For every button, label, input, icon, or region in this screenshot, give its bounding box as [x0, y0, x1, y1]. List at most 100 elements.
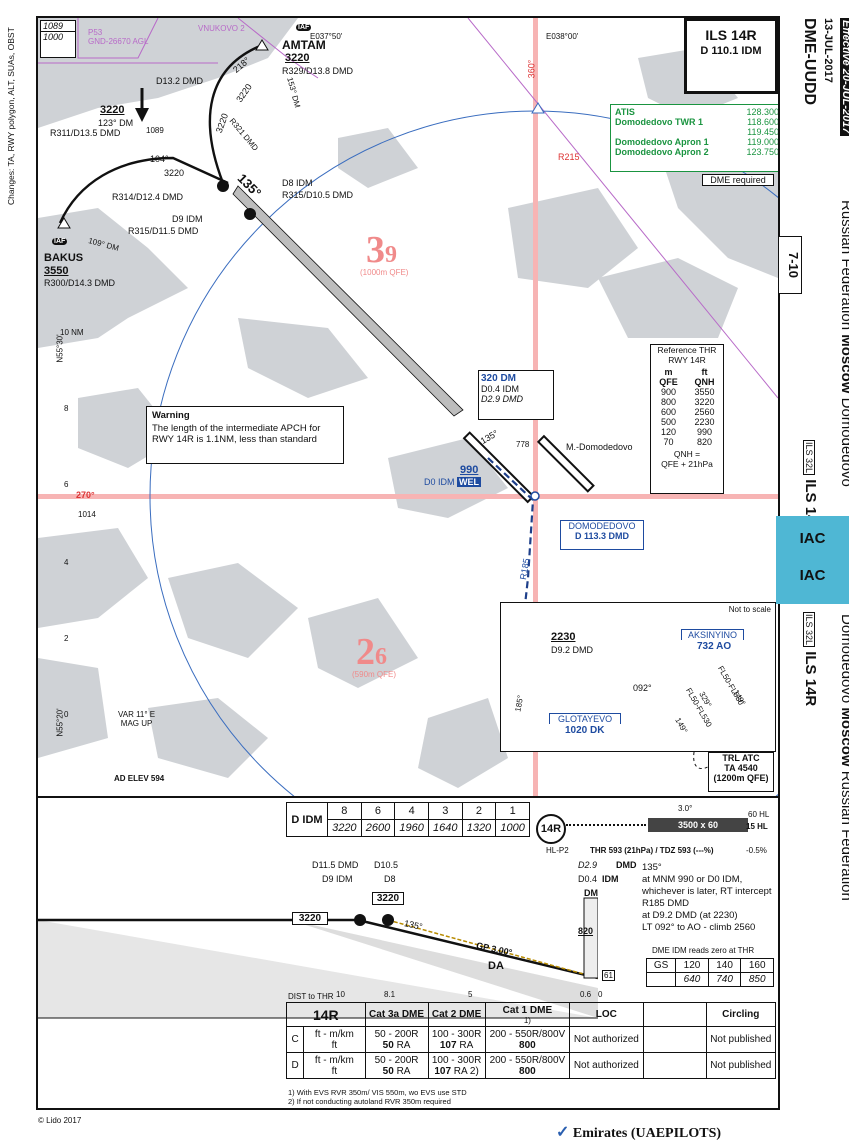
d132: D13.2 DMD	[156, 76, 204, 86]
prof-3220-box: 3220	[372, 892, 404, 905]
bakus-iaf: IAF	[52, 238, 68, 245]
nm-2: 2	[64, 634, 69, 643]
dist-to-thr: DIST to THR	[288, 992, 334, 1001]
rwy-slope: -0.5%	[746, 846, 767, 855]
dme-required: DME required	[702, 174, 774, 186]
bakus-radial: R300/D14.3 DMD	[44, 278, 116, 288]
dm-320-box: 320 DM D0.4 IDM D2.9 DMD	[478, 370, 554, 420]
missed-approach-inset: Not to scale 2230 D9.2 DMD AKSINYINO 732…	[500, 602, 776, 752]
alt-990: 990	[460, 464, 479, 476]
location-header-bottom: Domodedovo Moscow Russian Federation	[838, 614, 849, 901]
prof-d8: D8	[384, 874, 396, 884]
amtam-radial: R329/D13.8 DMD	[282, 66, 354, 76]
prof-dm: DM	[584, 888, 598, 898]
rwy-hl15: 15 HL	[746, 822, 768, 831]
effective-date: Effective 20-JUL-2017	[840, 18, 849, 136]
tick-06: 0.6	[580, 990, 592, 999]
plan-view: 1089 1000 P53 GND-26670 AGL VNUKOVO 2 E0…	[36, 16, 780, 798]
sector-alt-south: 26	[356, 631, 387, 673]
fap-fix-marker	[244, 208, 256, 220]
chart-date: 13-JUL-2017	[822, 18, 834, 83]
prof-d115: D11.5 DMD	[312, 860, 359, 870]
footer-brand: ✓ Emirates (UAEPILOTS)	[556, 1124, 722, 1141]
obst-778: 778	[516, 440, 530, 449]
east-label-1: E037°50'	[310, 32, 343, 41]
restricted-p53: P53 GND-26670 AGL	[88, 28, 149, 46]
r215-label: R215	[558, 152, 580, 162]
msa-box: 1089 1000	[40, 20, 76, 58]
hdg-270: 270°	[76, 490, 95, 500]
ad-elev: AD ELEV 594	[114, 774, 165, 783]
east-label-2: E038°00'	[546, 32, 579, 41]
obst-1089: 1089	[146, 126, 164, 135]
nm-10: 10 NM	[60, 328, 84, 337]
minima-note-2: 2) If not conducting autoland RVR 350m r…	[288, 1097, 451, 1106]
prof-idm: IDM	[602, 874, 619, 884]
nm-0: 0	[64, 710, 69, 719]
alt-3220-a: 3220	[164, 168, 185, 178]
d8-idm: D8 IDM	[282, 178, 313, 188]
rwy-dims: 3500 x 60	[648, 818, 748, 832]
prof-da: DA	[488, 960, 504, 972]
nm-4: 4	[64, 558, 69, 567]
hdg-360: 360°	[526, 59, 537, 79]
fix3220-hdg: 123° DM	[98, 118, 134, 128]
trl-box: TRL ATC TA 4540 (1200m QFE)	[708, 752, 774, 792]
prof-d9: D9 IDM	[322, 874, 353, 884]
tick-10: 10	[336, 990, 345, 999]
if-fix-marker	[217, 180, 229, 192]
prof-d105: D10.5	[374, 860, 399, 870]
amtam-alt: 3220	[285, 52, 310, 64]
rwy-hl60: 60 HL	[748, 810, 770, 819]
prof-3220-start: 3220	[292, 912, 328, 925]
sector-sub-north: (1000m QFE)	[360, 268, 409, 277]
minima-note-1: 1) With EVS RVR 350m/ VIS 550m, wo EVS u…	[288, 1088, 467, 1097]
fix3220-radial: R311/D13.5 DMD	[50, 128, 121, 138]
chart-number: 7-10	[778, 236, 802, 294]
amtam-iaf: IAF	[296, 24, 312, 31]
dme-zero-note: DME IDM reads zero at THR	[652, 946, 755, 955]
sector-alt-north: 39	[366, 229, 397, 271]
amtam-name: AMTAM	[282, 38, 326, 52]
missed-approach-text: 135° at MNM 990 or D0 IDM, whichever is …	[642, 862, 772, 933]
d9-idm: D9 IDM	[172, 214, 203, 224]
prof-d04: D0.4	[578, 874, 598, 884]
d0-idm: D0 IDM WEL	[424, 477, 482, 487]
warning-box: Warning The length of the intermediate A…	[146, 406, 344, 464]
bakus-alt: 3550	[44, 265, 69, 277]
lat-label-1: N55°30'	[55, 334, 65, 363]
r315-b: R315/D10.5 DMD	[282, 190, 354, 200]
prof-dmd: DMD	[616, 860, 637, 870]
tick-81: 8.1	[384, 990, 396, 999]
airport-ident: DME-UUDD	[801, 18, 818, 106]
rwy-thr: THR 593 (21hPa) / TDZ 593 (---%)	[590, 846, 714, 855]
nm-6: 6	[64, 480, 69, 489]
bakus-name: BAKUS	[44, 252, 84, 264]
hdg-104: 104°	[150, 154, 169, 164]
nm-8: 8	[64, 404, 69, 413]
rwy-approach-lights	[566, 824, 646, 830]
vnukovo-label: VNUKOVO 2	[198, 24, 245, 33]
domodedovo-vor-box: DOMODEDOVO D 113.3 DMD	[560, 520, 644, 550]
r314: R314/D12.4 DMD	[112, 192, 184, 202]
dmd-vor-marker	[530, 491, 540, 501]
prof-d29: D2.9	[578, 860, 598, 870]
fix3220-alt: 3220	[100, 104, 125, 116]
copyright: © Lido 2017	[38, 1116, 82, 1125]
title-box: ILS 14R D 110.1 IDM	[684, 18, 778, 94]
prof-obst: 61	[602, 970, 615, 981]
tick-5: 5	[468, 990, 473, 999]
changes-note: Changes: TA, RWY polygon, ALT, SUAs, OBS…	[6, 27, 16, 205]
rwy-gp: 3.0°	[678, 804, 693, 813]
location-header-top: Russian Federation Moscow Domodedovo	[838, 200, 849, 487]
r315-a: R315/D11.5 DMD	[128, 226, 199, 236]
rwy-hlp2: HL-P2	[546, 846, 569, 855]
mag-var: VAR 11° E MAG UP	[118, 710, 156, 728]
airport-name: M.-Domodedovo	[566, 442, 633, 452]
rwy-circle: 14R	[536, 814, 566, 844]
